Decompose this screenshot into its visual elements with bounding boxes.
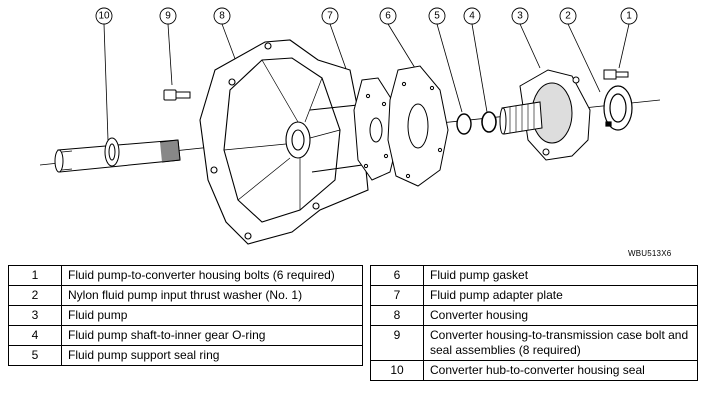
legend-row: 6 Fluid pump gasket: [370, 265, 698, 286]
legend-number: 2: [8, 285, 62, 306]
legend-number: 1: [8, 265, 62, 286]
callout-5: 5: [428, 7, 446, 25]
legend-description: Fluid pump: [61, 305, 363, 326]
legend-description: Fluid pump gasket: [423, 265, 698, 286]
svg-text:2: 2: [565, 11, 571, 22]
legend-number: 8: [370, 305, 424, 326]
svg-text:1: 1: [626, 11, 632, 22]
pump-gasket-part: [387, 65, 449, 187]
svg-text:8: 8: [219, 11, 225, 22]
callout-7: 7: [321, 7, 339, 25]
svg-text:6: 6: [385, 11, 391, 22]
svg-text:9: 9: [165, 11, 171, 22]
housing-bolt-part: [163, 89, 191, 101]
support-seal-ring-part: [456, 113, 472, 135]
input-shaft-part: [54, 137, 181, 173]
thrust-washer-part: [603, 85, 633, 131]
legend-row: 4 Fluid pump shaft-to-inner gear O-ring: [8, 325, 363, 346]
o-ring-part: [481, 111, 497, 133]
pump-bolt-part: [603, 69, 629, 80]
legend-number: 9: [370, 325, 424, 361]
legend-row: 3 Fluid pump: [8, 305, 363, 326]
callout-8: 8: [213, 7, 231, 25]
legend-row: 10 Converter hub-to-converter housing se…: [370, 360, 698, 381]
svg-text:7: 7: [327, 11, 333, 22]
exploded-view-diagram: 10 9 8 7 6 5 4 3 2 1: [39, 7, 661, 245]
legend-row: 8 Converter housing: [370, 305, 698, 326]
fluid-pump-part: [499, 69, 591, 161]
leader-lines: [103, 23, 630, 141]
callout-9: 9: [159, 7, 177, 25]
callout-4: 4: [463, 7, 481, 25]
callout-6: 6: [379, 7, 397, 25]
callout-10: 10: [95, 7, 113, 25]
legend-description: Fluid pump-to-converter housing bolts (6…: [61, 265, 363, 286]
legend-row: 9 Converter housing-to-transmission case…: [370, 325, 698, 361]
legend-number: 3: [8, 305, 62, 326]
callout-1: 1: [620, 7, 638, 25]
callout-2: 2: [559, 7, 577, 25]
svg-text:10: 10: [98, 11, 110, 22]
legend-description: Converter housing: [423, 305, 698, 326]
legend-description: Fluid pump adapter plate: [423, 285, 698, 306]
adapter-plate-part: [353, 77, 399, 181]
legend-number: 7: [370, 285, 424, 306]
legend-description: Nylon fluid pump input thrust washer (No…: [61, 285, 363, 306]
legend-row: 7 Fluid pump adapter plate: [370, 285, 698, 306]
legend-row: 5 Fluid pump support seal ring: [8, 345, 363, 366]
svg-text:3: 3: [517, 11, 523, 22]
legend-number: 5: [8, 345, 62, 366]
legend-row: 1 Fluid pump-to-converter housing bolts …: [8, 265, 363, 286]
legend-number: 10: [370, 360, 424, 381]
legend-number: 4: [8, 325, 62, 346]
legend-number: 6: [370, 265, 424, 286]
callout-3: 3: [511, 7, 529, 25]
legend-table-right: 6 Fluid pump gasket 7 Fluid pump adapter…: [370, 265, 698, 381]
converter-housing-part: [199, 39, 369, 245]
svg-text:4: 4: [469, 11, 475, 22]
figure-reference-code: WBU513X6: [628, 249, 672, 258]
legend-description: Converter hub-to-converter housing seal: [423, 360, 698, 381]
legend-description: Fluid pump shaft-to-inner gear O-ring: [61, 325, 363, 346]
legend-description: Converter housing-to-transmission case b…: [423, 325, 698, 361]
legend-row: 2 Nylon fluid pump input thrust washer (…: [8, 285, 363, 306]
legend-description: Fluid pump support seal ring: [61, 345, 363, 366]
legend-table-left: 1 Fluid pump-to-converter housing bolts …: [8, 265, 363, 366]
svg-text:5: 5: [434, 11, 440, 22]
